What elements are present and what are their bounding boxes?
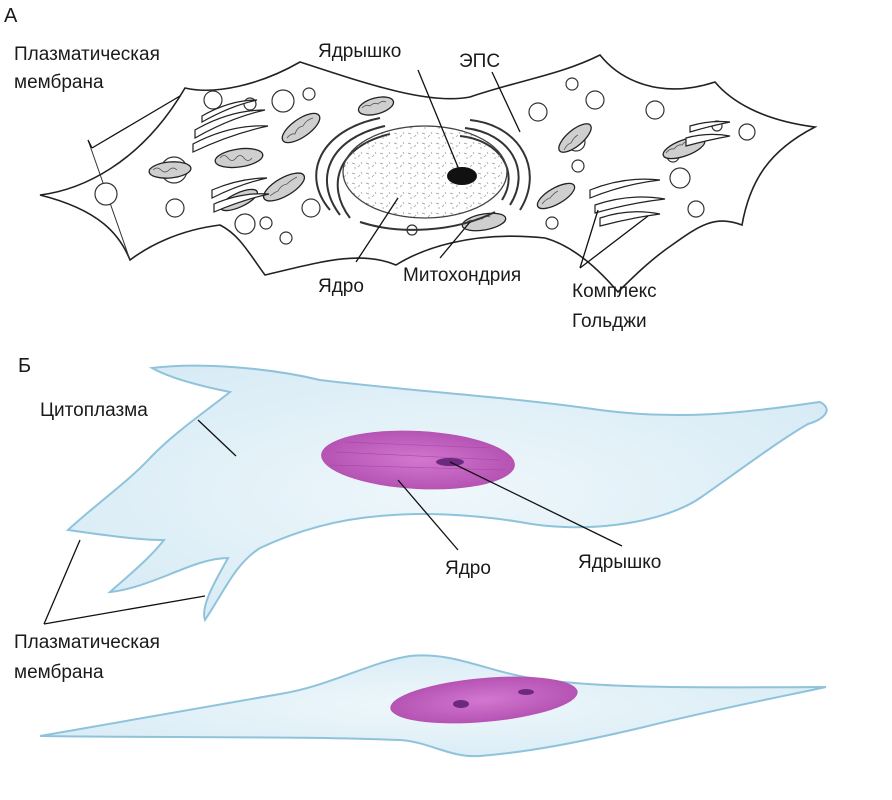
panel-a-label-golgi-2: Гольджи [572,311,647,332]
panel-a-cell-outline [39,53,818,294]
panel-a-label-nucleus: Ядро [318,276,364,297]
panel-a-nucleus [342,125,508,219]
panel-a-leaders [87,69,649,269]
panel-b-label-nucleus: Ядро [445,558,491,579]
panel-a-label-mitochondrion: Митохондрия [403,265,521,286]
panel-b-label-membrane-1: Плазматическая [14,632,160,653]
panel-b-nucleus-upper [321,430,515,490]
panel-a-label-membrane-1: Плазматическая [14,44,160,65]
panel-b-nucleolus-lower-2 [518,689,534,695]
panel-b-leaders [43,419,623,625]
panel-a-letter: А [4,5,18,27]
panel-a-golgi [192,99,731,227]
panel-b-nucleus-lower [390,676,578,724]
panel-a-label-er: ЭПС [459,51,500,72]
panel-b-nucleolus-lower-1 [453,700,469,708]
panel-b-letter: Б [18,355,31,377]
panel-a-nucleolus [447,167,477,185]
panel-a-label-nucleolus: Ядрышко [318,41,401,62]
panel-b-nucleus-texture [329,441,506,471]
panel-b-cell-upper [65,364,828,623]
panel-b-label-cytoplasm: Цитоплазма [40,400,148,421]
panel-a-label-golgi-1: Комплекс [572,281,657,302]
panel-b-label-nucleolus: Ядрышко [578,552,661,573]
panel-b-label-membrane-2: мембрана [14,662,104,683]
panel-a-label-membrane-2: мембрана [14,72,104,93]
